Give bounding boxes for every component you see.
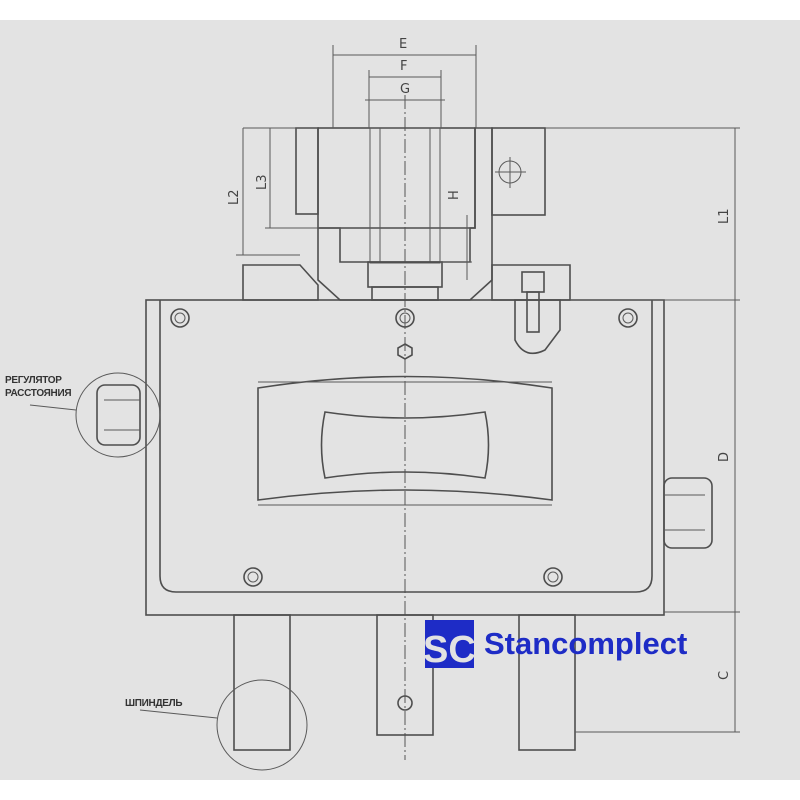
logo-mark (425, 620, 474, 668)
dim-label-l2: L2 (227, 189, 242, 205)
logo-mark-text: SC (423, 629, 476, 671)
dimension-lines (236, 45, 740, 733)
top-hub (242, 127, 571, 355)
regulator-label-line2: РАССТОЯНИЯ (5, 388, 71, 399)
logo-name: Stancomplect (484, 626, 687, 661)
dim-label-c: C (717, 671, 732, 680)
dim-label-h: H (447, 190, 462, 200)
regulator-label-line1: РЕГУЛЯТОР (5, 375, 62, 386)
stancomplect-logo: SC Stancomplect (423, 620, 687, 671)
spindle-detail-circle (216, 679, 308, 771)
regulator-detail-circle (75, 372, 161, 458)
bolt-circles (170, 308, 638, 587)
dim-label-d: D (717, 452, 732, 462)
dim-label-l1: L1 (717, 208, 732, 224)
dim-label-f: F (400, 59, 407, 74)
dim-label-l3: L3 (255, 174, 270, 190)
dim-label-e: E (399, 37, 407, 52)
spindle-label: ШПИНДЕЛЬ (125, 698, 182, 709)
dim-label-g: G (400, 82, 410, 97)
spindles (139, 614, 576, 771)
